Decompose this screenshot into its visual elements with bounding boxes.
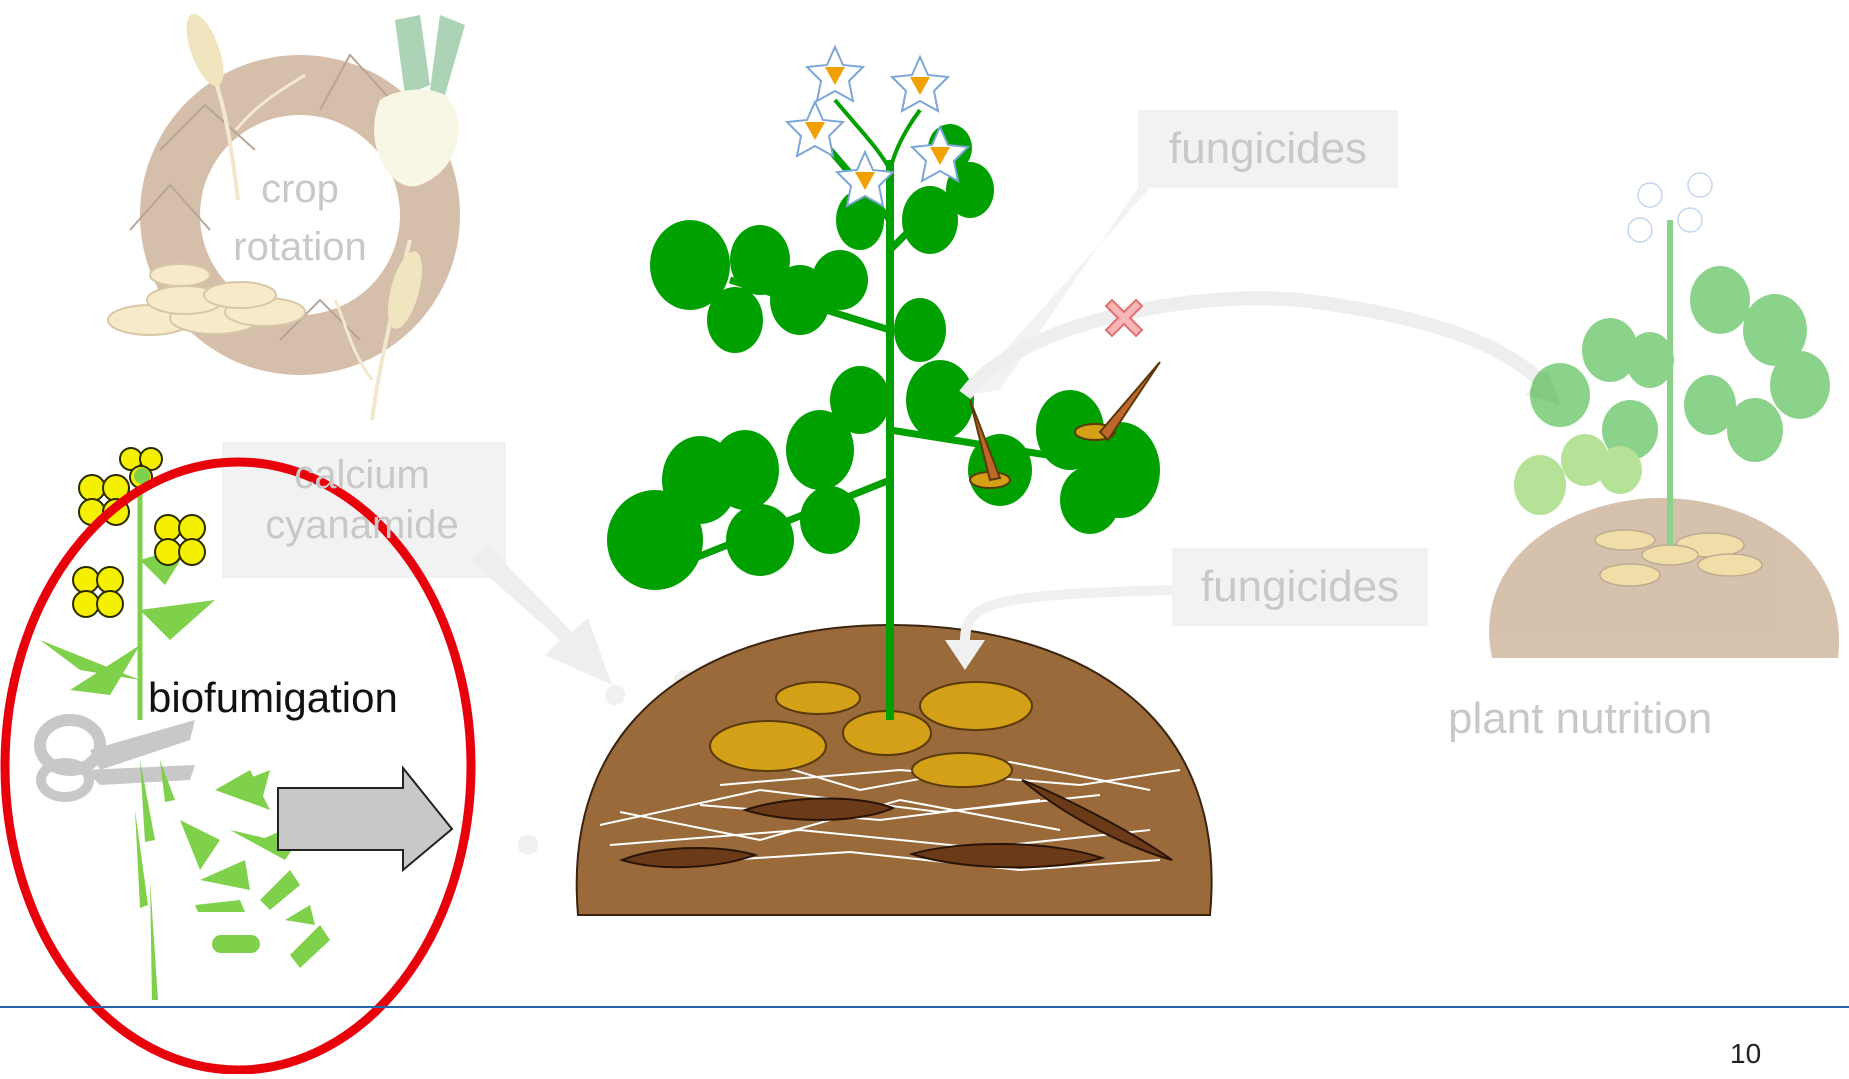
fungicides-soil-box: fungicides [1172,548,1428,626]
fungicides-soil-label: fungicides [1172,548,1428,626]
fungicides-top-box: fungicides [1138,110,1398,188]
plant-nutrition-label: plant nutrition [1448,694,1712,744]
calcium-arrow [470,545,612,685]
nutrition-arrow [965,298,1560,405]
right-arrow-icon [278,768,452,870]
crop-rotation-label: crop rotation [215,160,385,276]
biofumigation-label: biofumigation [148,674,398,722]
leaf-cluster [607,124,1160,590]
page-number: 10 [1730,1038,1761,1070]
bottom-rule [0,1006,1849,1008]
calcium-cyanamide-label-line2: cyanamide [222,500,502,550]
potato-plant-main [577,47,1212,915]
calcium-cyanamide-label: calcium cyanamide [222,450,502,550]
crop-rotation-label-line2: rotation [215,218,385,276]
flowers [787,47,968,206]
plant-nutrition-group [1489,173,1839,658]
scissors-icon [40,720,195,797]
calcium-cyanamide-label-line1: calcium [222,450,502,500]
crop-rotation-label-line1: crop [215,160,385,218]
fungicides-top-label: fungicides [1138,110,1398,188]
sugar-beet-icon [374,15,465,186]
